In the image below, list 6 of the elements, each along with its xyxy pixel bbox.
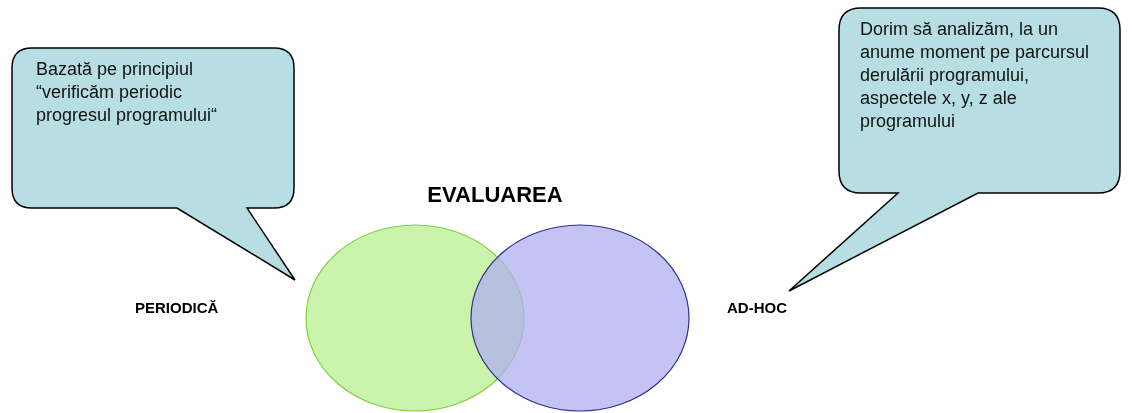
diagram-title: EVALUAREA	[426, 182, 564, 208]
callout-text: Dorim să analizăm, la un anume moment pe parcursul derulării programului, aspectele x, y, z ale programului	[860, 18, 1091, 133]
venn-circle	[470, 224, 690, 412]
circle-label: AD-HOC	[727, 299, 787, 316]
callout-text: Bazată pe principiul “verificăm periodic progresul programului“	[36, 58, 219, 127]
circle-label: PERIODICĂ	[135, 299, 219, 316]
